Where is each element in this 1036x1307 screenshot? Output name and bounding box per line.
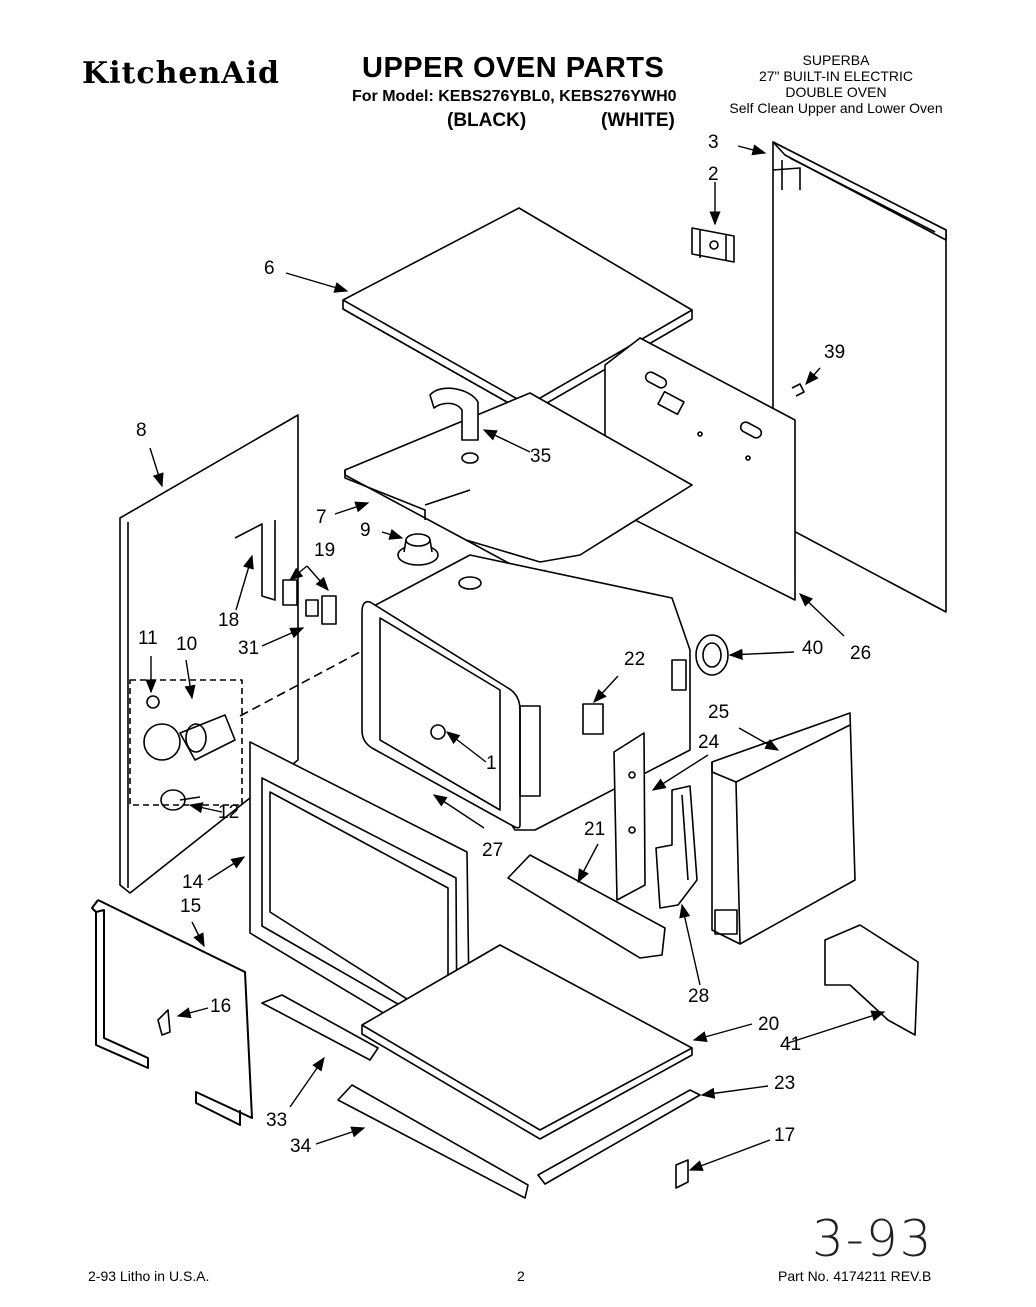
- callout-15: 15: [180, 896, 202, 917]
- finish-black-label: (BLACK): [447, 110, 527, 131]
- bottom-panel-part-19: [362, 945, 692, 1139]
- callout-34: 34: [290, 1136, 312, 1157]
- vent-tube-part-35: [430, 388, 478, 463]
- product-line-1: SUPERBA: [802, 52, 870, 68]
- model-line: For Model: KEBS276YBL0, KEBS276YWH0: [352, 88, 677, 105]
- callout-1: 1: [486, 753, 497, 774]
- clip-part-16: [158, 1010, 170, 1035]
- lower-bracket-part-33: [262, 995, 378, 1060]
- switch-part-18: [283, 580, 336, 624]
- callout-20: 23: [774, 1073, 796, 1094]
- light-assembly-part-10: [144, 652, 360, 810]
- vent-collar-part-9: [398, 534, 438, 565]
- callout-10: 10: [176, 634, 198, 655]
- callout-19: 20: [758, 1014, 780, 1035]
- product-line-3: DOUBLE OVEN: [785, 84, 887, 100]
- callout-8: 8: [136, 420, 147, 441]
- callout-40: 40: [802, 638, 824, 659]
- rail-part-22: [508, 855, 665, 958]
- callout-26: 26: [850, 643, 872, 664]
- clip-part-39: [792, 384, 804, 396]
- callout-28: 28: [688, 986, 710, 1007]
- print-date: 2-93 Litho in U.S.A.: [88, 1268, 210, 1284]
- callout-23: 22: [624, 649, 646, 670]
- grommet-part-40: [696, 635, 728, 675]
- callout-3: 3: [708, 132, 719, 153]
- product-line-4: Self Clean Upper and Lower Oven: [729, 100, 943, 116]
- hinge-bracket-part-24: [614, 733, 645, 900]
- callout-7: 7: [316, 507, 327, 528]
- callout-16: 16: [210, 996, 232, 1017]
- bracket-part-41: [825, 925, 918, 1035]
- callout-39: 39: [824, 342, 846, 363]
- page-title: UPPER OVEN PARTS: [362, 52, 665, 84]
- kitchenaid-logo: KitchenAid: [82, 56, 280, 91]
- callout-35: 35: [530, 446, 552, 467]
- callout-18: 19: [314, 540, 336, 561]
- bracket-part-2: [692, 228, 734, 262]
- callout-25: 25: [708, 702, 730, 723]
- callout-31: 31: [238, 638, 260, 659]
- callout-21: 17: [774, 1125, 796, 1146]
- lower-right-panel-part-25: [712, 713, 855, 944]
- door-hinge-part-28: [656, 786, 697, 908]
- callout-11: 11: [138, 628, 158, 649]
- finish-white-label: (WHITE): [601, 110, 675, 131]
- callout-9: 9: [360, 520, 371, 541]
- bracket-part-23: [583, 704, 603, 734]
- page-number: 2: [517, 1268, 525, 1284]
- oven-cavity-part-27: [362, 555, 690, 830]
- part-number: Part No. 4174211 REV.B: [778, 1268, 932, 1284]
- clip-part-21: [676, 1160, 688, 1188]
- bottom-rail-part-34: [338, 1085, 700, 1198]
- right-side-panel-part-26: [773, 142, 946, 612]
- callout-41: 41: [780, 1034, 802, 1055]
- callout-24: 24: [698, 732, 720, 753]
- callout-6: 6: [264, 258, 275, 279]
- callout-33: 33: [266, 1110, 288, 1131]
- callout-17: 18: [218, 610, 240, 631]
- callout-2: 2: [708, 164, 719, 185]
- door-gasket-part-15: [92, 900, 252, 1125]
- product-line-2: 27" BUILT-IN ELECTRIC: [758, 68, 914, 84]
- callout-14: 14: [182, 872, 204, 893]
- callout-12: 12: [218, 802, 240, 823]
- handwritten-date: 3-93: [812, 1210, 934, 1268]
- callout-22: 21: [584, 819, 606, 840]
- callout-27: 27: [482, 840, 504, 861]
